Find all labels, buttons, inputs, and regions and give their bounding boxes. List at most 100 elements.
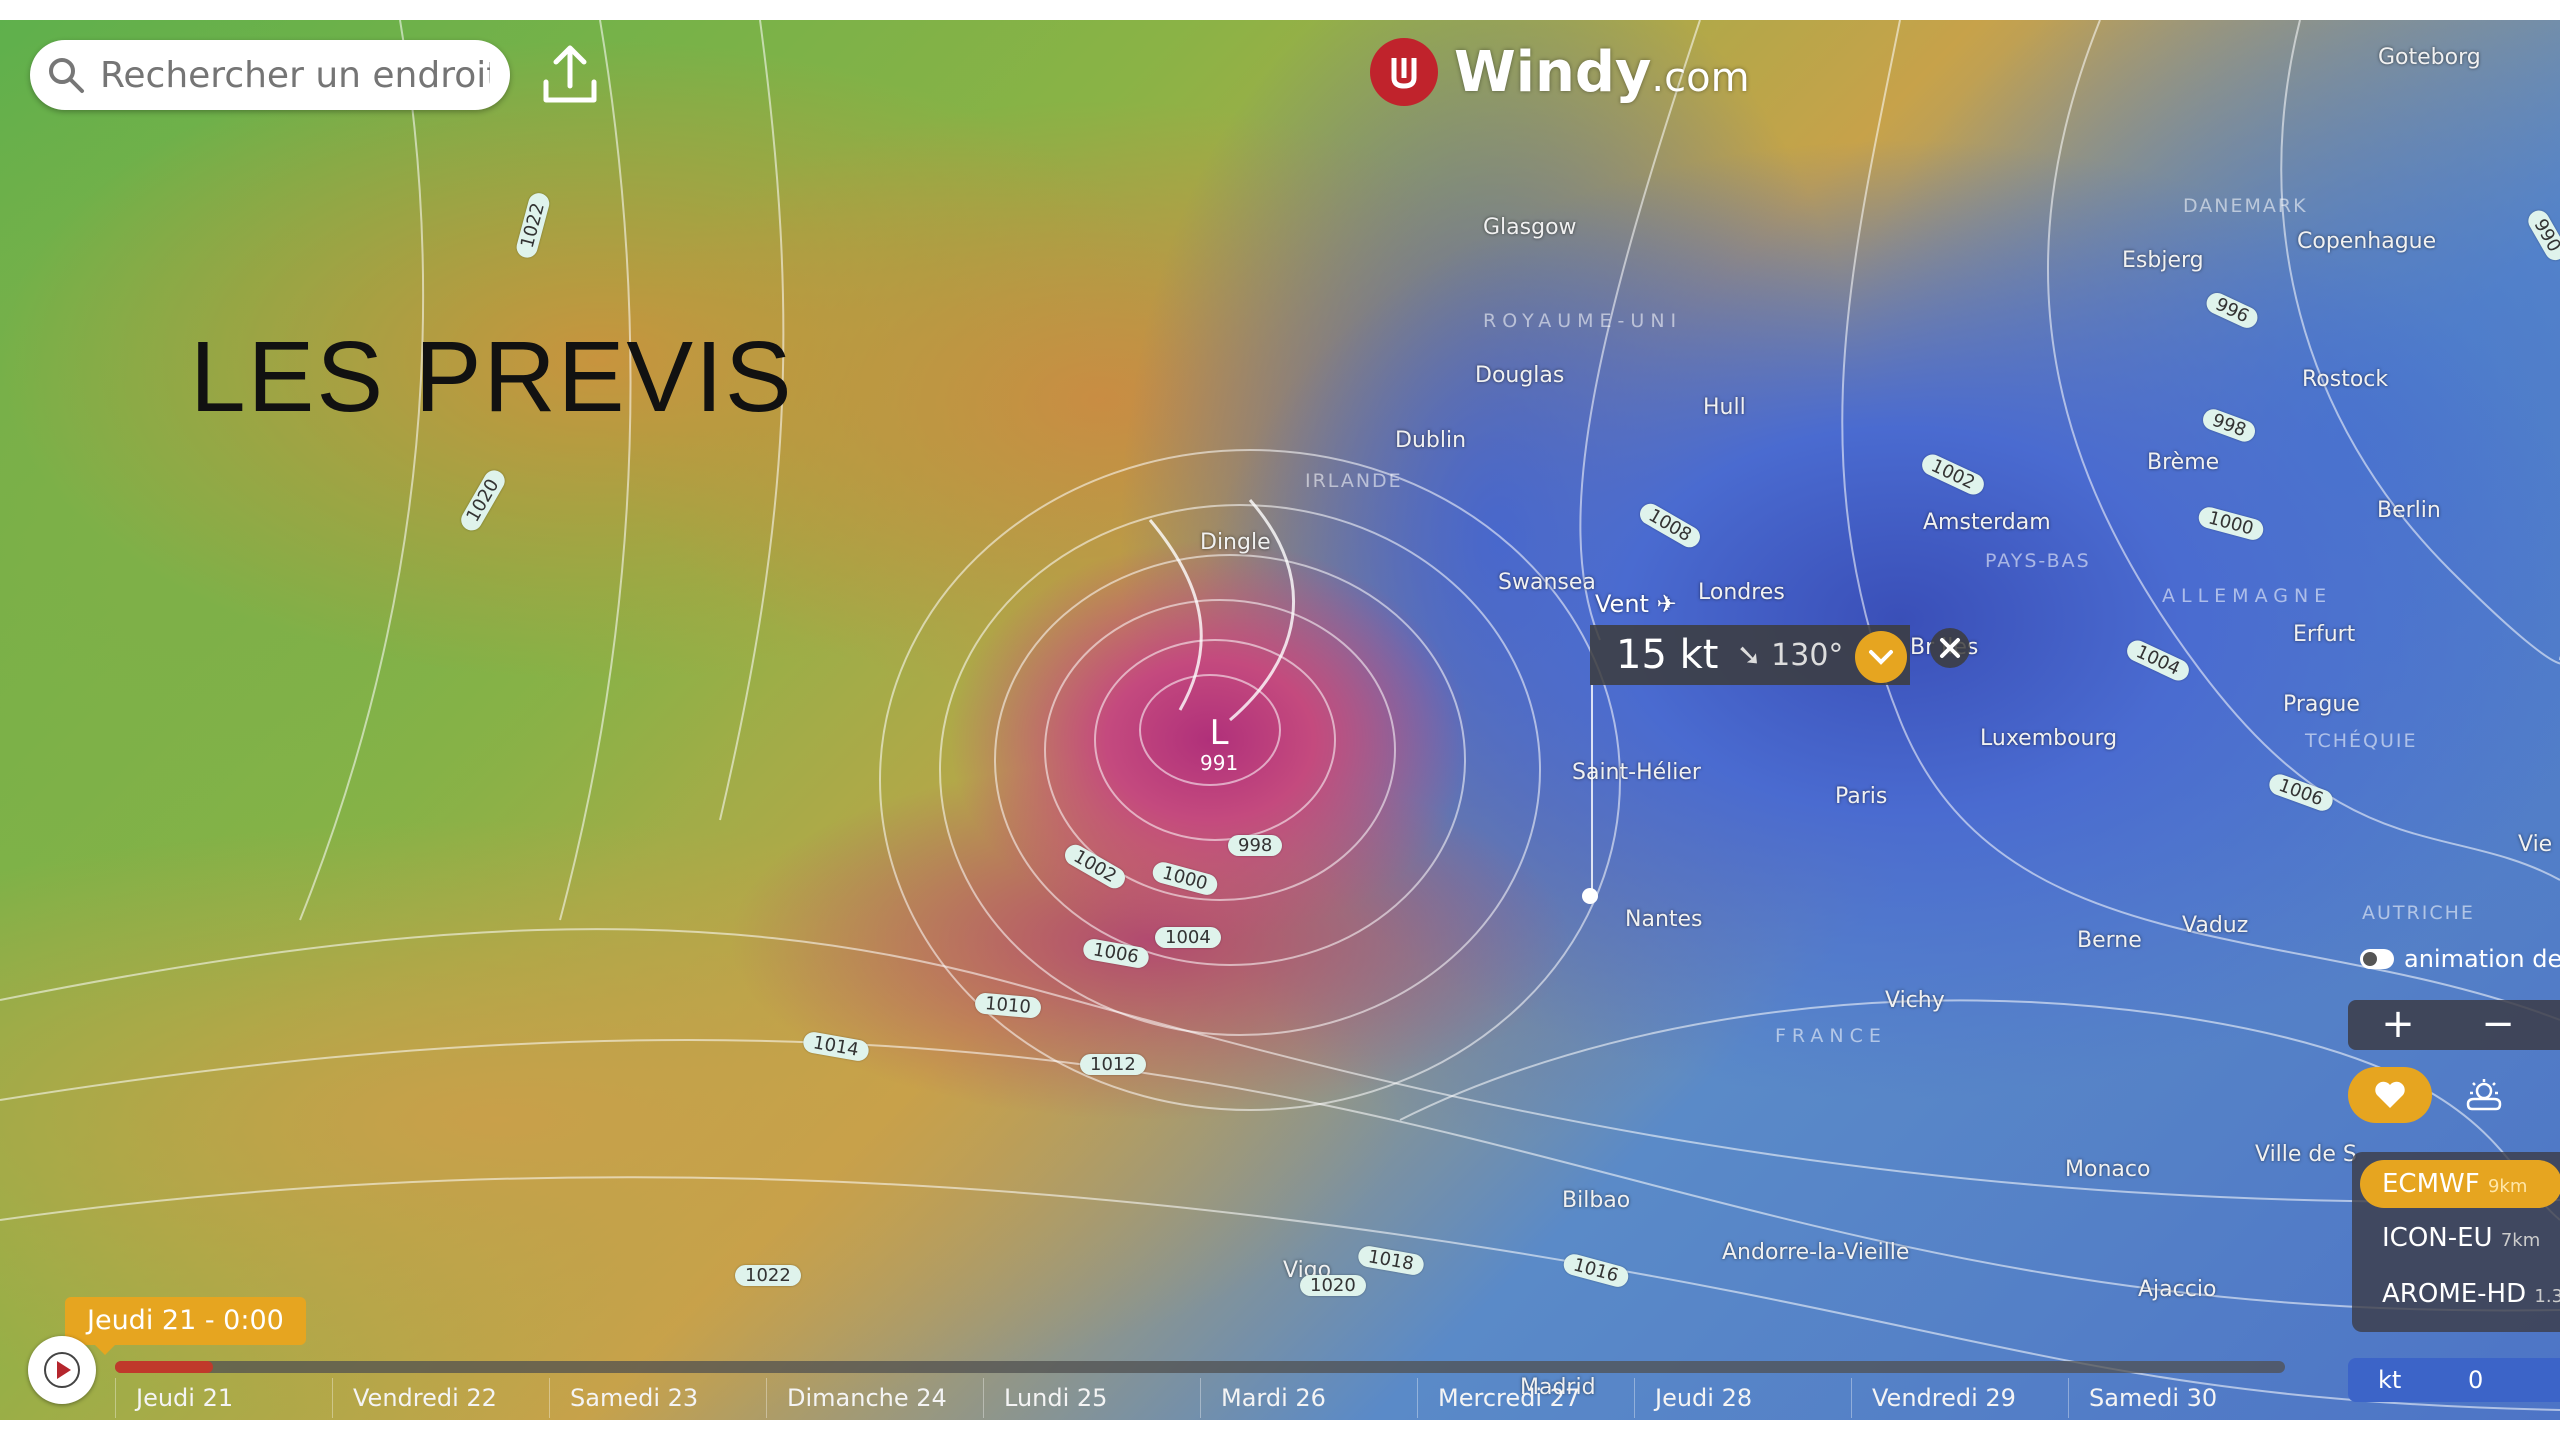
city-prague[interactable]: Prague — [2283, 692, 2360, 717]
city-rostock[interactable]: Rostock — [2302, 367, 2389, 392]
city-paris[interactable]: Paris — [1835, 784, 1888, 809]
sun-cloud-icon — [2466, 1079, 2502, 1111]
timeline-day[interactable]: Vendredi 22 — [332, 1378, 549, 1418]
city-hull[interactable]: Hull — [1703, 395, 1746, 420]
city-esbjerg[interactable]: Esbjerg — [2122, 248, 2204, 273]
city-londres[interactable]: Londres — [1698, 580, 1785, 605]
city-madrid[interactable]: Madrid — [1520, 1375, 1596, 1400]
model-selector: ECMWF 9km ICON-EU 7km AROME-HD 1.3k — [2352, 1152, 2560, 1332]
isobar-label: 1022 — [735, 1265, 801, 1286]
toggle-switch-icon — [2360, 949, 2394, 969]
city-luxembourg[interactable]: Luxembourg — [1980, 726, 2118, 751]
country-france: FRANCE — [1775, 1025, 1887, 1047]
timeline-day[interactable]: Lundi 25 — [983, 1378, 1200, 1418]
city-vie[interactable]: Vie — [2518, 832, 2553, 857]
country-pays-bas: PAYS-BAS — [1985, 550, 2091, 572]
heart-icon — [2375, 1081, 2405, 1108]
city-glasgow[interactable]: Glasgow — [1483, 215, 1577, 240]
quick-actions — [2348, 1065, 2560, 1125]
play-icon — [44, 1352, 80, 1388]
city-goteborg[interactable]: Goteborg — [2378, 45, 2481, 70]
city-andorre[interactable]: Andorre-la-Vieille — [1722, 1240, 1910, 1265]
timeline-days: Jeudi 21 Vendredi 22 Samedi 23 Dimanche … — [115, 1378, 2285, 1418]
upload-icon[interactable] — [540, 40, 600, 110]
timeline-progress — [115, 1361, 213, 1373]
wind-speed: 15 kt — [1616, 632, 1719, 678]
current-time-badge[interactable]: Jeudi 21 - 0:00 — [65, 1297, 306, 1355]
country-irlande: IRLANDE — [1305, 470, 1403, 492]
city-ajaccio[interactable]: Ajaccio — [2138, 1277, 2217, 1302]
search-icon — [49, 58, 84, 93]
picker-expand-button[interactable] — [1855, 631, 1907, 683]
isobar-label: 998 — [1228, 835, 1283, 856]
country-autriche: AUTRICHE — [2362, 902, 2475, 924]
picker-location-dot[interactable] — [1582, 888, 1598, 904]
zoom-out-button[interactable]: − — [2481, 1001, 2515, 1047]
low-value: 991 — [1200, 751, 1239, 775]
isobar-label: 1020 — [1300, 1275, 1366, 1296]
play-button[interactable] — [28, 1336, 96, 1404]
picker-layer-label: Vent ✈ — [1595, 590, 1677, 618]
timeline-day[interactable]: Samedi 23 — [549, 1378, 766, 1418]
windy-wordmark: Windy.com — [1454, 39, 1750, 105]
city-erfurt[interactable]: Erfurt — [2293, 622, 2356, 647]
model-icon-eu[interactable]: ICON-EU 7km — [2382, 1223, 2541, 1253]
country-allemagne: ALLEMAGNE — [2162, 585, 2333, 607]
timeline-day[interactable]: Mercredi 27 — [1417, 1378, 1634, 1418]
low-pressure-marker: L 991 — [1200, 715, 1238, 775]
animation-toggle[interactable]: animation des — [2360, 945, 2560, 973]
animation-label: animation des — [2404, 945, 2560, 973]
model-ecmwf[interactable]: ECMWF 9km — [2360, 1160, 2560, 1208]
city-saint-helier[interactable]: Saint-Hélier — [1572, 760, 1701, 785]
timeline-day[interactable]: Jeudi 21 — [115, 1378, 332, 1418]
city-dublin[interactable]: Dublin — [1395, 428, 1467, 453]
windy-logo-icon — [1370, 38, 1438, 106]
city-douglas[interactable]: Douglas — [1475, 363, 1565, 388]
city-copenhague[interactable]: Copenhague — [2297, 229, 2437, 254]
timeline-day[interactable]: Mardi 26 — [1200, 1378, 1417, 1418]
picker-stem — [1591, 685, 1593, 895]
city-bilbao[interactable]: Bilbao — [1562, 1188, 1631, 1213]
city-vichy[interactable]: Vichy — [1885, 988, 1945, 1013]
city-monaco[interactable]: Monaco — [2065, 1157, 2151, 1182]
timeline-day[interactable]: Dimanche 24 — [766, 1378, 983, 1418]
isobar-label: 1012 — [1080, 1054, 1146, 1075]
zoom-in-button[interactable]: + — [2381, 1001, 2415, 1047]
weather-map[interactable]: L 991 Glasgow Douglas Dublin Hull Dingle… — [0, 20, 2560, 1420]
city-dingle[interactable]: Dingle — [1200, 530, 1271, 555]
city-breme[interactable]: Brème — [2147, 450, 2220, 475]
low-letter: L — [1209, 713, 1229, 753]
unit-legend[interactable]: kt 0 — [2348, 1358, 2560, 1402]
timeline-day[interactable]: Vendredi 29 — [1851, 1378, 2068, 1418]
chevron-down-icon — [1869, 650, 1893, 665]
timeline-day[interactable]: Samedi 30 — [2068, 1378, 2285, 1418]
favorites-button[interactable] — [2348, 1067, 2432, 1123]
windy-logo[interactable]: Windy.com — [1370, 38, 1750, 106]
timeline-track[interactable] — [115, 1361, 2285, 1373]
country-royaume-uni: ROYAUME-UNI — [1483, 310, 1683, 332]
search-box[interactable] — [30, 40, 510, 110]
timeline-day[interactable]: Jeudi 28 — [1634, 1378, 1851, 1418]
city-swansea[interactable]: Swansea — [1498, 570, 1596, 595]
city-berne[interactable]: Berne — [2077, 928, 2142, 953]
country-tchequie: TCHÉQUIE — [2305, 730, 2418, 752]
point-picker[interactable]: 15 kt ➘ 130° — [1590, 625, 1910, 685]
city-nantes[interactable]: Nantes — [1625, 907, 1703, 932]
zoom-controls: + − — [2348, 1000, 2560, 1050]
isobar-label: 1004 — [1155, 927, 1221, 948]
search-input[interactable] — [98, 53, 492, 97]
close-icon — [1940, 638, 1960, 658]
unit-value: 0 — [2468, 1366, 2484, 1394]
overlay-title: LES PREVIS — [190, 321, 794, 433]
city-amsterdam[interactable]: Amsterdam — [1923, 510, 2051, 535]
isobar-lines — [0, 20, 2560, 1411]
picker-close-button[interactable] — [1930, 628, 1970, 668]
unit-label: kt — [2378, 1366, 2402, 1394]
weather-button[interactable] — [2442, 1067, 2526, 1123]
city-ville-de[interactable]: Ville de S — [2255, 1142, 2357, 1167]
model-arome-hd[interactable]: AROME-HD 1.3k — [2382, 1279, 2560, 1309]
country-danemark: DANEMARK — [2183, 195, 2308, 217]
city-vaduz[interactable]: Vaduz — [2182, 913, 2249, 938]
city-berlin[interactable]: Berlin — [2377, 498, 2441, 523]
